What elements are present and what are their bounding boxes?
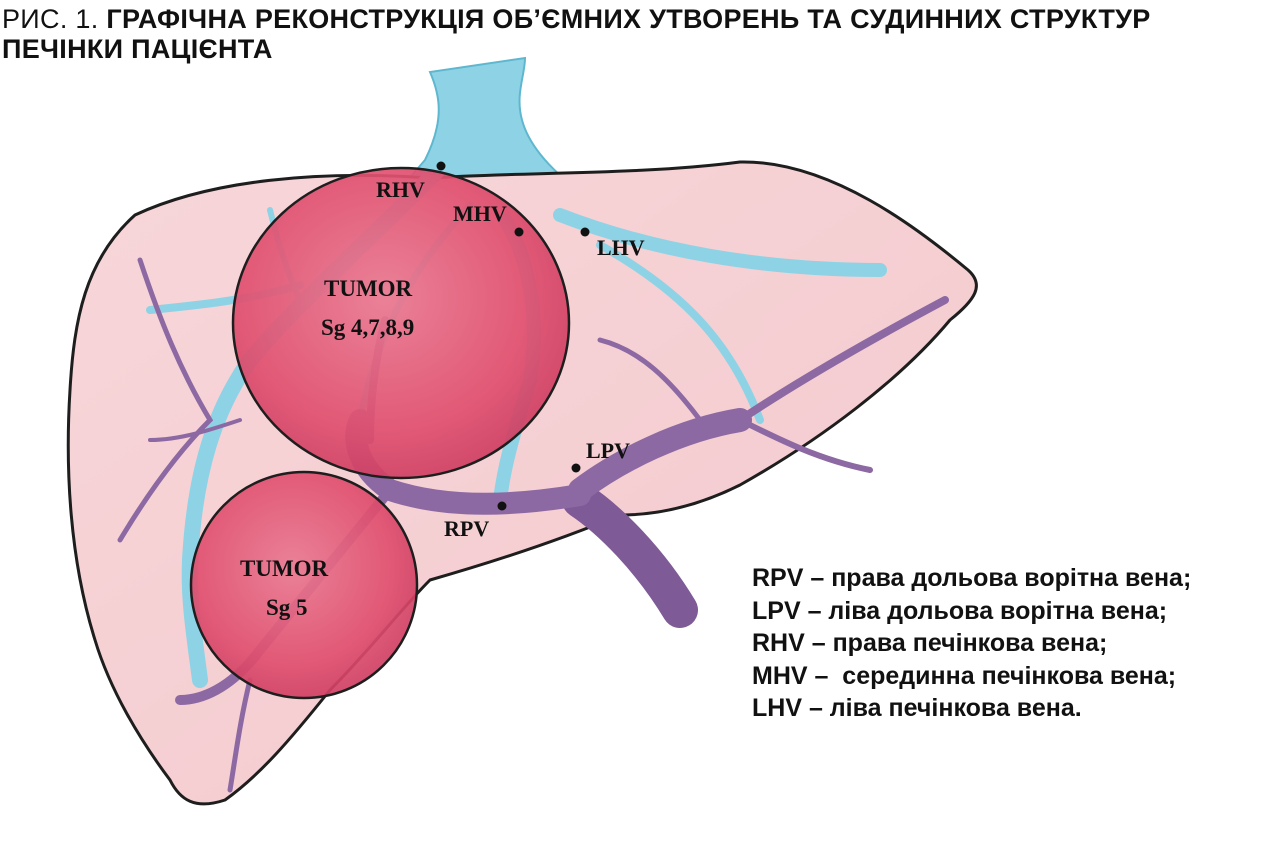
- legend-item-lhv: LHV – ліва печінкова вена.: [752, 694, 1082, 722]
- lpv-label: LPV: [586, 438, 630, 463]
- portal-branch: [737, 417, 873, 473]
- legend-item-mhv: MHV – серединна печінкова вена;: [752, 661, 1177, 690]
- mhv-label: MHV: [453, 201, 507, 226]
- portal-trunk: [562, 482, 698, 628]
- figure-title: РИС. 1. ГРАФІЧНА РЕКОНСТРУКЦІЯ ОБ’ЄМНИХ …: [2, 4, 1262, 64]
- portal-branch: [227, 677, 253, 793]
- lpv-vessel: [568, 408, 752, 502]
- lhv-marker: [580, 227, 590, 237]
- rpv-marker: [497, 501, 507, 511]
- lhv-branch: [596, 241, 764, 424]
- portal-branch: [597, 337, 703, 423]
- tumor-small-label-line2: Sg 5: [266, 595, 308, 620]
- portal-branch: [736, 296, 949, 424]
- rhv-label: RHV: [376, 177, 425, 202]
- rhv-marker: [436, 161, 446, 171]
- figure-title-text: ГРАФІЧНА РЕКОНСТРУКЦІЯ ОБ’ЄМНИХ УТВОРЕНЬ…: [2, 4, 1151, 64]
- lpv-marker: [571, 463, 581, 473]
- abbreviation-legend: RPV – права дольова ворітна вена; LPV – …: [752, 562, 1191, 725]
- portal-branch: [117, 257, 214, 543]
- portal-branch: [148, 418, 242, 442]
- figure-number: РИС. 1.: [2, 4, 99, 34]
- tumor-large: [231, 166, 571, 480]
- mhv-marker: [514, 227, 524, 237]
- tumor-small: [189, 470, 419, 700]
- tumor-small-label-line1: TUMOR: [240, 556, 329, 581]
- lhv-vessel: [553, 208, 887, 277]
- legend-item-lpv: LPV – ліва дольова ворітна вена;: [752, 596, 1168, 625]
- lhv-label: LHV: [597, 235, 645, 260]
- rpv-label: RPV: [444, 516, 489, 541]
- tumor-large-label-line1: TUMOR: [324, 276, 413, 301]
- tumor-large-label-line2: Sg 4,7,8,9: [321, 315, 414, 340]
- legend-item-rpv: RPV – права дольова ворітна вена;: [752, 564, 1192, 592]
- legend-item-rhv: RHV – права печінкова вена;: [752, 629, 1108, 657]
